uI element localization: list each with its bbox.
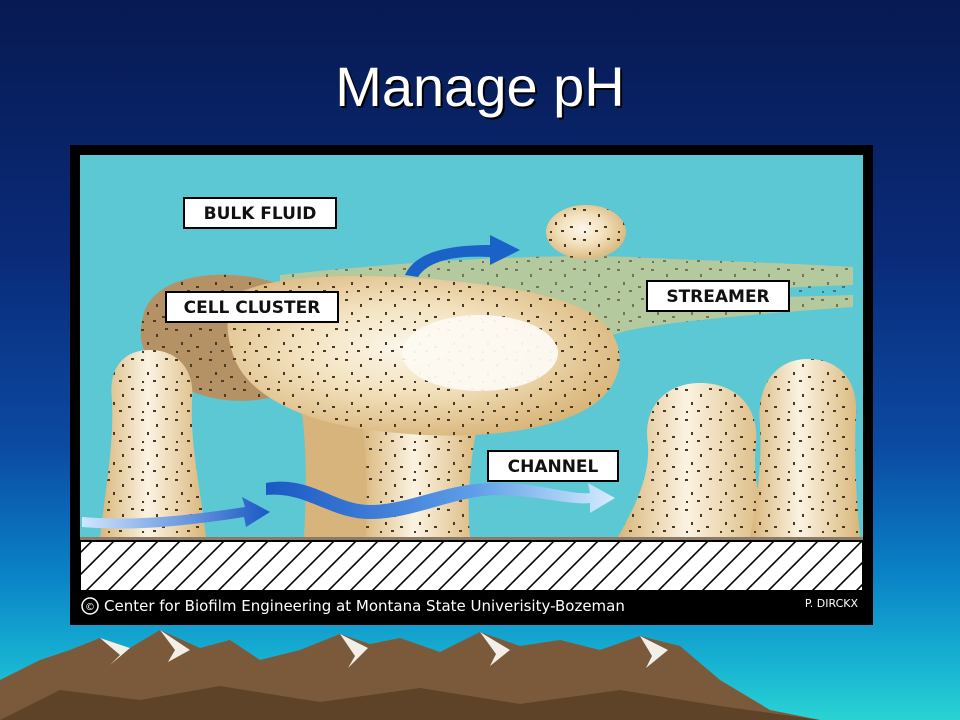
pillar-right-1-cells <box>618 383 770 537</box>
label-channel-text: CHANNEL <box>508 457 599 477</box>
copyright-icon <box>81 597 99 615</box>
channel-flow-arrow-left <box>82 497 270 529</box>
detached-clump-cells <box>546 205 626 259</box>
label-streamer-text: STREAMER <box>666 287 769 307</box>
author-credit: P. DIRCKX <box>805 597 859 610</box>
label-bulk-fluid: BULK FLUID <box>183 197 337 229</box>
label-streamer: STREAMER <box>646 280 790 312</box>
copyright-symbol: © <box>85 602 95 613</box>
label-cell-cluster-text: CELL CLUSTER <box>184 298 321 318</box>
substratum <box>80 541 863 591</box>
pillar-left-cells <box>100 350 206 537</box>
bulk-flow-arrow <box>405 235 520 277</box>
credit-text: Center for Biofilm Engineering at Montan… <box>104 597 625 615</box>
label-channel: CHANNEL <box>487 450 619 482</box>
slide-title: Manage pH <box>335 55 625 118</box>
label-bulk-fluid-text: BULK FLUID <box>204 204 317 224</box>
channel-flow-arrow <box>266 481 615 519</box>
biofilm-diagram: BULK FLUID CELL CLUSTER STREAMER CHANNEL… <box>70 145 873 625</box>
label-cell-cluster: CELL CLUSTER <box>165 291 339 323</box>
cell-cluster-highlight <box>402 315 558 391</box>
pillar-right-2-cells <box>750 359 860 537</box>
substratum-surface <box>80 537 863 541</box>
mountain-range <box>0 630 820 720</box>
